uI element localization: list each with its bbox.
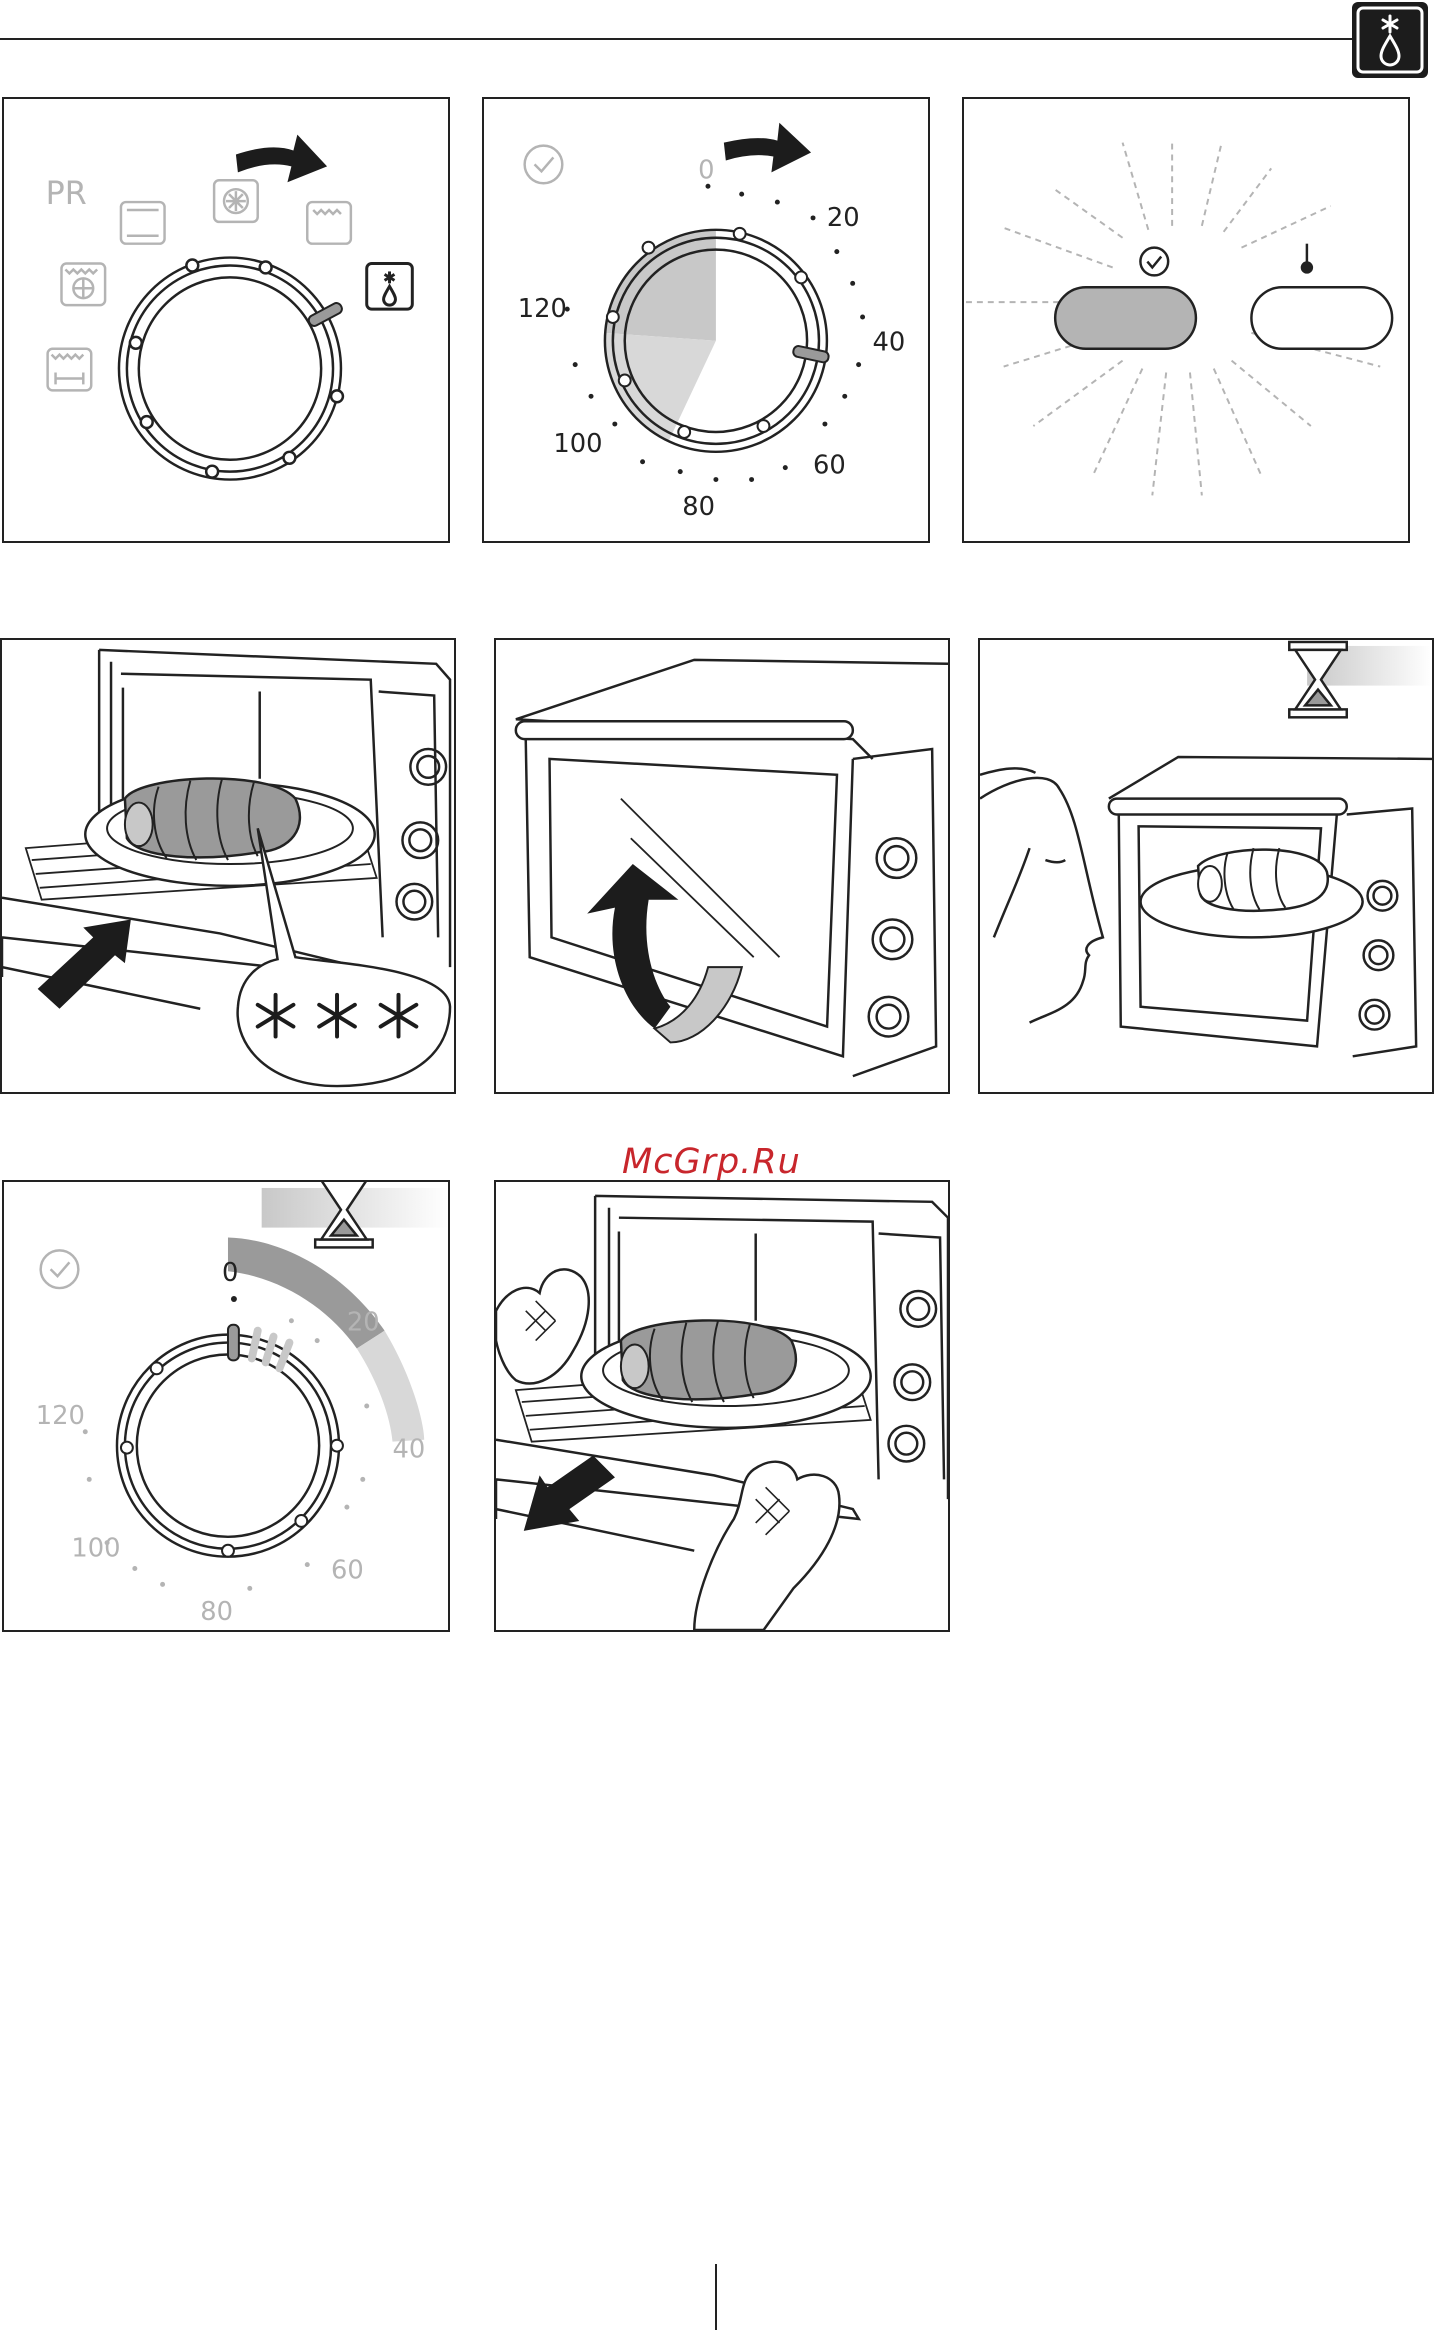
step4-place-frozen-food-panel <box>0 638 456 1094</box>
thermometer-icon <box>1302 244 1312 273</box>
door-close-arrow-icon <box>587 864 742 1042</box>
clock-icon <box>525 146 563 184</box>
selector-knob <box>119 258 343 480</box>
watermark: McGrp.Ru <box>622 1142 801 1182</box>
defrost-mode-icon <box>1352 2 1428 78</box>
rotate-right-arrow <box>236 135 327 183</box>
step6-wait-check-panel <box>978 638 1434 1094</box>
fan-grill-icon <box>61 264 105 306</box>
clock-icon <box>1140 248 1168 276</box>
fan-oven-icon <box>214 180 258 222</box>
rotate-right-arrow <box>724 123 811 173</box>
cooked-roast <box>621 1320 796 1402</box>
step5-close-door-panel <box>494 638 950 1094</box>
conventional-oven-icon <box>121 202 165 244</box>
step7-timer-end-panel: 0 20 40 60 80 100 120 <box>2 1180 450 1632</box>
timer-label-0: 0 <box>698 155 714 185</box>
roast <box>1198 848 1328 911</box>
step3-indicator-lamp-panel <box>962 97 1410 543</box>
oven-mitt-icon <box>694 1462 839 1630</box>
timer-label-100: 100 <box>553 429 602 459</box>
step2-set-timer-panel: 0 20 40 60 80 100 120 <box>482 97 930 543</box>
header-rule <box>0 38 1352 40</box>
step8-remove-food-panel <box>494 1180 950 1632</box>
timer-label-80: 80 <box>200 1597 233 1627</box>
thermostat-indicator-lamp <box>1251 287 1392 348</box>
timer-label-20: 20 <box>347 1308 380 1338</box>
timer-indicator-lamp <box>1055 287 1196 348</box>
timer-label-20: 20 <box>827 203 860 233</box>
person-face <box>980 768 1103 1022</box>
defrost-icon <box>367 264 413 310</box>
footer-rule <box>715 2264 717 2330</box>
bottom-heat-icon <box>48 349 92 391</box>
step1-select-defrost-panel: PR <box>2 97 450 543</box>
timer-label-40: 40 <box>393 1435 426 1465</box>
pull-out-arrow-icon <box>524 1456 615 1531</box>
frozen-roast <box>125 778 300 860</box>
top-heat-icon <box>307 202 351 244</box>
clock-icon <box>41 1250 79 1288</box>
knob-pointer <box>228 1325 239 1361</box>
snowflake-drop-icon <box>1352 2 1428 78</box>
oven-body <box>516 660 948 1076</box>
mode-label-pr: PR <box>46 176 87 212</box>
timer-label-100: 100 <box>71 1534 120 1564</box>
oven-mitt-icon <box>496 1269 589 1383</box>
timer-knob <box>605 228 830 452</box>
timer-label-120: 120 <box>518 294 567 324</box>
timer-label-40: 40 <box>872 328 905 358</box>
timer-knob <box>117 1325 343 1557</box>
timer-label-120: 120 <box>36 1401 85 1431</box>
timer-label-80: 80 <box>682 492 715 522</box>
timer-label-0: 0 <box>222 1258 238 1288</box>
timer-label-60: 60 <box>331 1555 364 1585</box>
timer-label-60: 60 <box>813 451 846 481</box>
insert-arrow <box>38 920 131 1009</box>
